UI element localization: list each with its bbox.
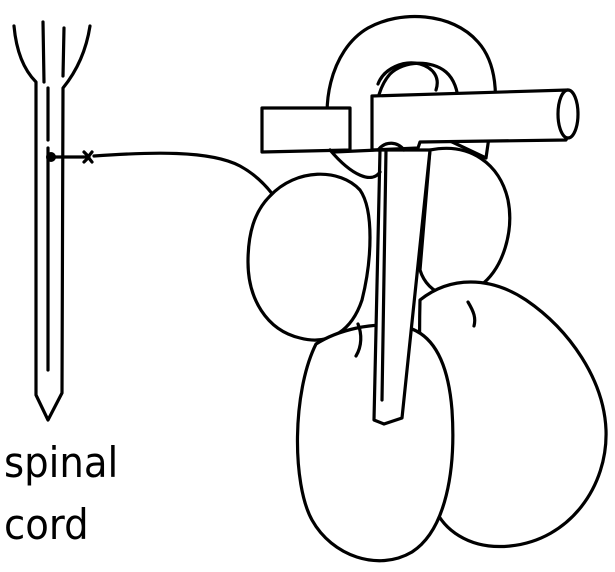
left-atrium	[420, 148, 510, 295]
right-atrium	[248, 174, 370, 340]
spinal-cord	[14, 22, 90, 420]
spinal-cord-label-line-2: cord	[4, 500, 89, 550]
nerve-axon-distal	[94, 153, 286, 216]
spinal-cord-outer-outline	[14, 26, 90, 420]
spinal-cord-central-canal	[43, 22, 64, 82]
spinal-cord-label-line-1: spinal	[4, 438, 118, 488]
pulmonary-trunk-tube	[262, 108, 350, 152]
pulmonary-artery-opening	[558, 90, 578, 138]
pulmonary-artery-right-branch	[372, 90, 578, 150]
heart	[248, 16, 606, 560]
